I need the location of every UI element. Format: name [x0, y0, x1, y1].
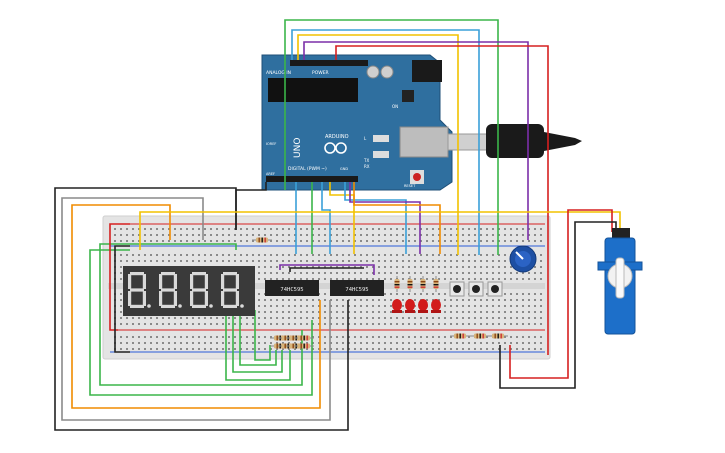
- resistor: [407, 276, 413, 292]
- led-4: [431, 299, 441, 313]
- resistor: [450, 333, 470, 339]
- wire-black-left: [54, 187, 349, 431]
- shift-register-right: 74HC595: [330, 280, 384, 296]
- wires: [54, 19, 621, 431]
- microcontroller-chip: [268, 78, 358, 102]
- wire-green-left-2: [99, 243, 303, 386]
- wire-purple-top: [303, 41, 529, 240]
- led-2: [405, 299, 415, 313]
- wire-black-bottom: [114, 245, 130, 353]
- power-jack: [412, 60, 442, 82]
- ioref-label: IOREF: [266, 142, 276, 146]
- wire-yellow-1: [329, 182, 355, 254]
- resistor: [394, 276, 400, 292]
- rx-label: RX: [364, 164, 370, 169]
- wire-black-chip: [289, 267, 364, 272]
- power-header-label: POWER: [312, 70, 329, 76]
- display-digit: [190, 272, 213, 308]
- shift-register-left: 74HC595: [265, 280, 319, 296]
- wire-yellow-top-board: [139, 211, 621, 250]
- tx-label: TX: [363, 158, 369, 163]
- pushbutton-1[interactable]: [449, 281, 465, 297]
- l-led-label: L: [364, 136, 367, 141]
- wire-red-top: [335, 45, 549, 355]
- potentiometer[interactable]: [509, 245, 537, 273]
- arduino-uno-board: UNO ARDUINO POWER ANALOG IN DIGITAL (PWM…: [261, 54, 453, 191]
- aref-label: AREF: [266, 172, 275, 176]
- pushbutton-2[interactable]: [468, 281, 484, 297]
- display-digits: [128, 272, 244, 308]
- wire-green-c2: [232, 310, 283, 373]
- led-array: [392, 299, 441, 313]
- resistor: [433, 276, 439, 292]
- wire-purple-1: [349, 182, 421, 254]
- chip-right-label: 74HC595: [345, 287, 368, 293]
- usb-cable: [447, 124, 582, 158]
- digital-header-label: DIGITAL (PWM ~): [288, 166, 327, 172]
- display-digit: [128, 272, 151, 308]
- wire-green-c4: [254, 310, 271, 361]
- wire-red-servo: [509, 209, 613, 379]
- wire-blue-3: [344, 182, 407, 254]
- wire-blue-2: [321, 182, 331, 254]
- chip-left-label: 74HC595: [280, 287, 303, 293]
- resistor: [252, 237, 272, 243]
- analog-header-label: ANALOG IN: [266, 70, 291, 76]
- wire-orange-left: [71, 204, 321, 409]
- seven-segment-display: [123, 266, 255, 316]
- on-label: ON: [392, 104, 398, 109]
- reset-label: RESET: [404, 184, 416, 188]
- wire-gray-left: [61, 197, 331, 421]
- resistors: [252, 237, 508, 349]
- resistor: [294, 335, 314, 341]
- led-1: [392, 299, 402, 313]
- wire-black-servo: [499, 221, 617, 389]
- pushbutton-3[interactable]: [487, 281, 503, 297]
- resistor: [488, 333, 508, 339]
- resistor: [470, 333, 490, 339]
- resistor: [294, 343, 314, 349]
- gnd-label: GND: [340, 167, 348, 171]
- wire-red-bottom: [109, 223, 130, 331]
- power-header: [310, 60, 368, 66]
- wire-orange-1: [353, 182, 441, 254]
- display-digit: [159, 272, 182, 308]
- wire-yellow-top: [297, 34, 459, 255]
- board-model-label: UNO: [293, 138, 303, 158]
- wire-green-c3: [239, 310, 277, 366]
- wire-green-left-1: [89, 249, 313, 396]
- wire-green-c1: [225, 310, 291, 381]
- board-brand-label: ARDUINO: [325, 134, 349, 140]
- wire-blue-top: [291, 29, 480, 255]
- wire-green-top: [284, 19, 499, 255]
- led-3: [418, 299, 428, 313]
- digital-header: [266, 176, 358, 182]
- display-digit: [221, 272, 244, 308]
- servo-motor: [597, 228, 643, 335]
- servo-horn: [615, 257, 625, 299]
- wire-purple-chip: [279, 264, 375, 275]
- resistor: [420, 276, 426, 292]
- arduino-logo-icon: [324, 142, 336, 154]
- usb-port: [399, 126, 449, 158]
